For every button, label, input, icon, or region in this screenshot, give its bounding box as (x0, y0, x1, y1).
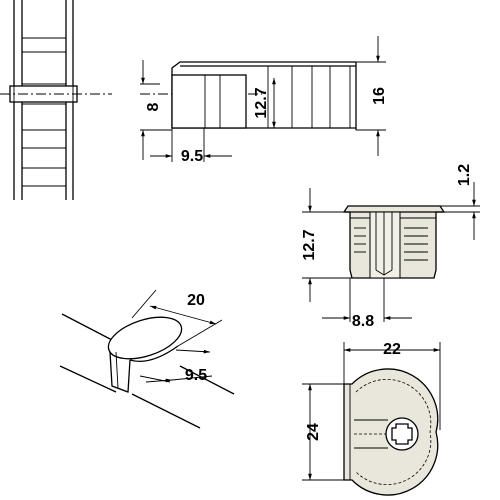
dim-side-inner-height: 12.7 (253, 87, 270, 118)
dim-top-width: 22 (383, 341, 401, 358)
dim-iso-depth: 9.5 (185, 367, 207, 384)
front-view (342, 205, 446, 279)
dim-side-depth: 9.5 (181, 148, 203, 165)
isometric-dimensions (131, 289, 223, 383)
panel-section-view (0, 0, 112, 200)
dim-iso-diameter: 20 (187, 292, 205, 309)
top-view-dimensions (302, 342, 441, 481)
isometric-view (59, 313, 235, 429)
top-view (343, 368, 439, 496)
dim-front-height: 12.7 (301, 229, 318, 260)
front-view-dimensions (302, 182, 480, 322)
side-view (171, 61, 357, 130)
dim-front-flange: 1.2 (456, 164, 473, 186)
dim-front-width: 8.8 (352, 313, 374, 330)
dim-side-height: 8 (145, 102, 162, 111)
dim-side-total: 16 (371, 87, 388, 105)
dim-top-height: 24 (305, 423, 322, 441)
side-view-dimensions (140, 36, 386, 162)
